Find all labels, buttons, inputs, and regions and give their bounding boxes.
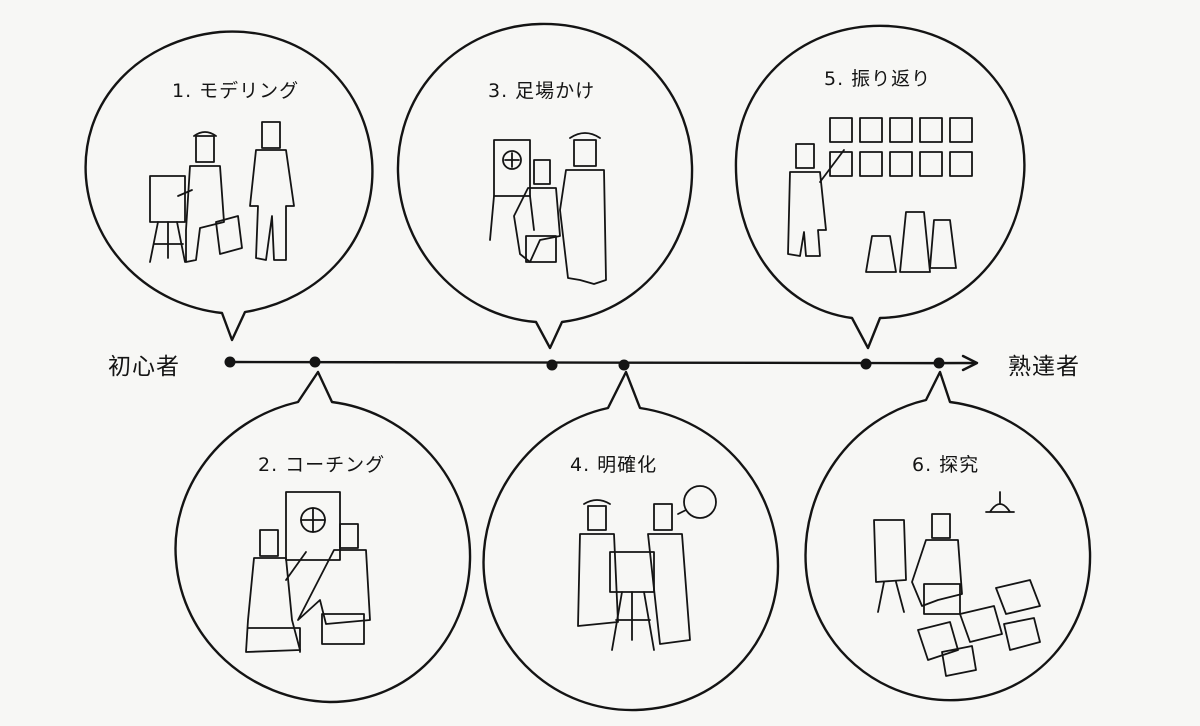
exploration-illustration: [873, 491, 1041, 677]
stage-label-coaching: 2. コーチング: [258, 454, 386, 476]
start-label: 初心者: [108, 354, 180, 380]
bubble-modeling: [84, 30, 374, 342]
timeline-dot: [860, 358, 872, 370]
stage-label-modeling: 1. モデリング: [172, 80, 300, 102]
stage-label-reflection: 5. 振り返り: [824, 68, 932, 90]
stage-label-articulation: 4. 明確化: [570, 454, 658, 476]
timeline-dot: [933, 357, 945, 369]
bubble-reflection: [734, 24, 1026, 350]
bubble-exploration: [804, 370, 1092, 702]
end-label: 熟達者: [1008, 354, 1080, 380]
timeline-arrowhead: [961, 354, 979, 372]
scaffolding-illustration: [489, 132, 607, 285]
coaching-illustration: [245, 491, 371, 653]
timeline-dot: [618, 359, 630, 371]
bubble-coaching: [174, 370, 472, 704]
timeline-dot: [224, 356, 236, 368]
stage-label-exploration: 6. 探究: [912, 454, 980, 476]
reflection-illustration: [787, 117, 973, 273]
bubble-scaffolding: [396, 22, 694, 350]
timeline-axis: [224, 354, 979, 372]
timeline-dot: [546, 359, 558, 371]
articulation-illustration: [577, 485, 717, 651]
modeling-illustration: [149, 121, 295, 263]
stage-label-scaffolding: 3. 足場かけ: [488, 80, 596, 102]
bubble-articulation: [482, 370, 780, 712]
timeline-dot: [309, 356, 321, 368]
